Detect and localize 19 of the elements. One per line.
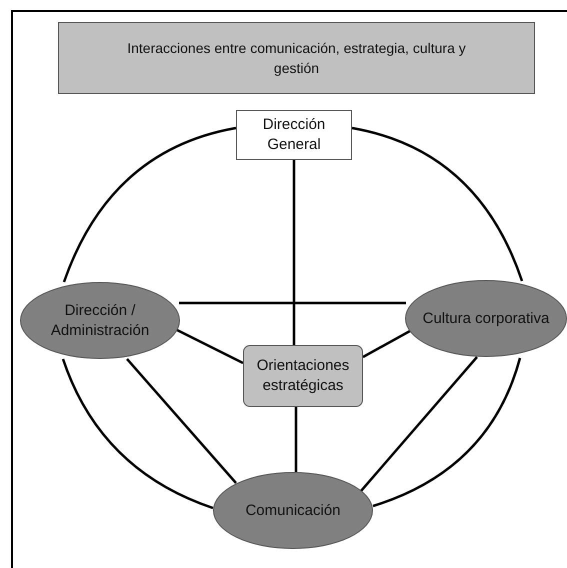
connector-line: [360, 356, 478, 492]
rounded-box-node: [243, 345, 363, 407]
node-label: Comunicación: [244, 500, 342, 520]
connector-line: [126, 358, 237, 484]
connector-line: [62, 126, 236, 282]
node-label: Dirección General: [262, 115, 326, 155]
box-node: [236, 110, 352, 160]
connector-line: [179, 302, 406, 304]
connector-line: [352, 126, 524, 282]
node-label: Orientaciones estratégicas: [256, 356, 350, 396]
connector-line: [362, 330, 411, 358]
connector-line: [176, 328, 244, 364]
node-label: Cultura corporativa: [422, 308, 550, 328]
connector-line: [62, 358, 214, 510]
connector-line: [372, 358, 522, 508]
connector-line: [292, 160, 296, 345]
title-text: Interacciones entre comunicación, estrategia, cultura y gestión: [126, 39, 466, 78]
node-label: Dirección / Administración: [50, 300, 150, 340]
connector-line: [294, 407, 298, 472]
